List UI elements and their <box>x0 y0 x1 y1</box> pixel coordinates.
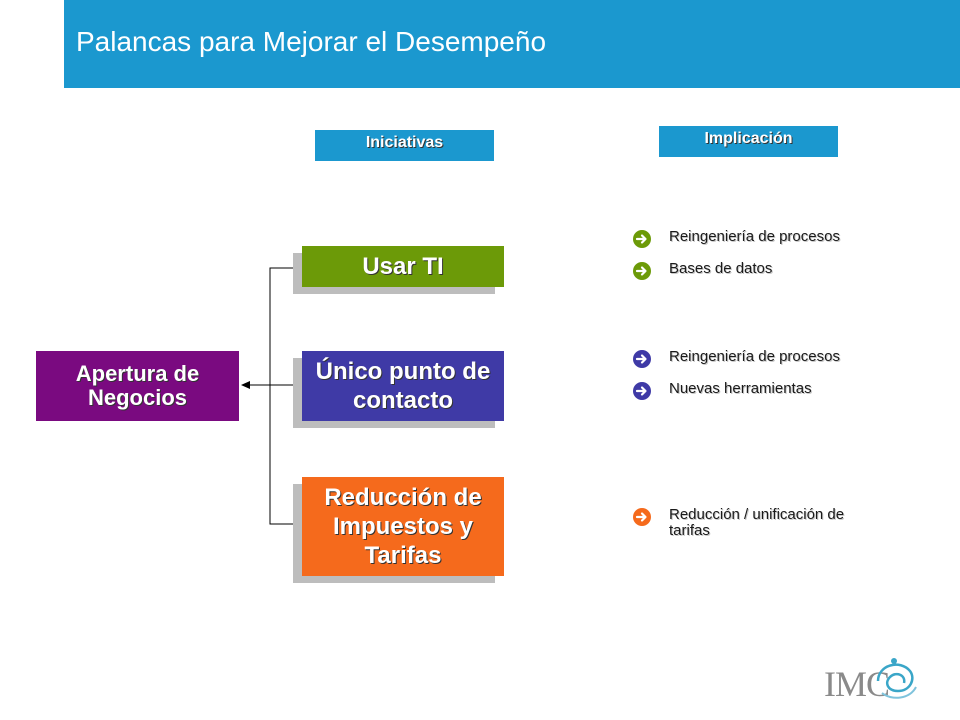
list-item: Reducción / unificación de tarifas <box>632 507 869 539</box>
implication-text: Bases de datos <box>669 260 773 277</box>
logo-text: IMC <box>824 664 890 704</box>
arrow-circle-icon <box>633 508 651 526</box>
list-item: Nuevas herramientas <box>632 381 869 401</box>
implication-text: Reingeniería de procesos <box>669 228 840 245</box>
arrow-circle-icon <box>633 230 651 248</box>
implication-text: Reducción / unificación de tarifas <box>669 506 845 539</box>
arrow-circle-icon <box>633 382 651 400</box>
imco-logo: IMC <box>824 655 924 705</box>
header-iniciativas: Iniciativas <box>315 130 494 161</box>
arrow-circle-icon <box>633 350 651 368</box>
list-item: Reingeniería de procesos <box>632 229 869 249</box>
initiative-label: Reducción de Impuestos y Tarifas <box>324 484 482 569</box>
title-bar: Palancas para Mejorar el Desempeño <box>64 0 960 88</box>
header-implicacion: Implicación <box>659 126 838 157</box>
initiative-label: Usar TI <box>362 253 444 280</box>
initiative-usar-ti: Usar TI <box>302 246 504 287</box>
arrow-circle-icon <box>633 262 651 280</box>
list-item: Reingeniería de procesos <box>632 349 869 369</box>
main-objective-label: Apertura de Negocios <box>75 361 200 410</box>
initiative-label: Único punto de contacto <box>315 358 491 414</box>
implication-group-unico-punto: Reingeniería de procesos Nuevas herramie… <box>632 349 869 413</box>
implication-text: Reingeniería de procesos <box>669 348 840 365</box>
bracket-line <box>269 267 293 525</box>
list-item: Bases de datos <box>632 261 869 281</box>
initiative-reduccion: Reducción de Impuestos y Tarifas <box>302 477 504 576</box>
implication-group-reduccion: Reducción / unificación de tarifas <box>632 507 869 551</box>
initiative-unico-punto: Único punto de contacto <box>302 351 504 421</box>
implication-group-usar-ti: Reingeniería de procesos Bases de datos <box>632 229 869 293</box>
implication-text: Nuevas herramientas <box>669 380 812 397</box>
main-objective-box: Apertura de Negocios <box>36 351 239 421</box>
imco-swirl-logo-icon <box>876 658 917 699</box>
page-title: Palancas para Mejorar el Desempeño <box>76 26 547 57</box>
